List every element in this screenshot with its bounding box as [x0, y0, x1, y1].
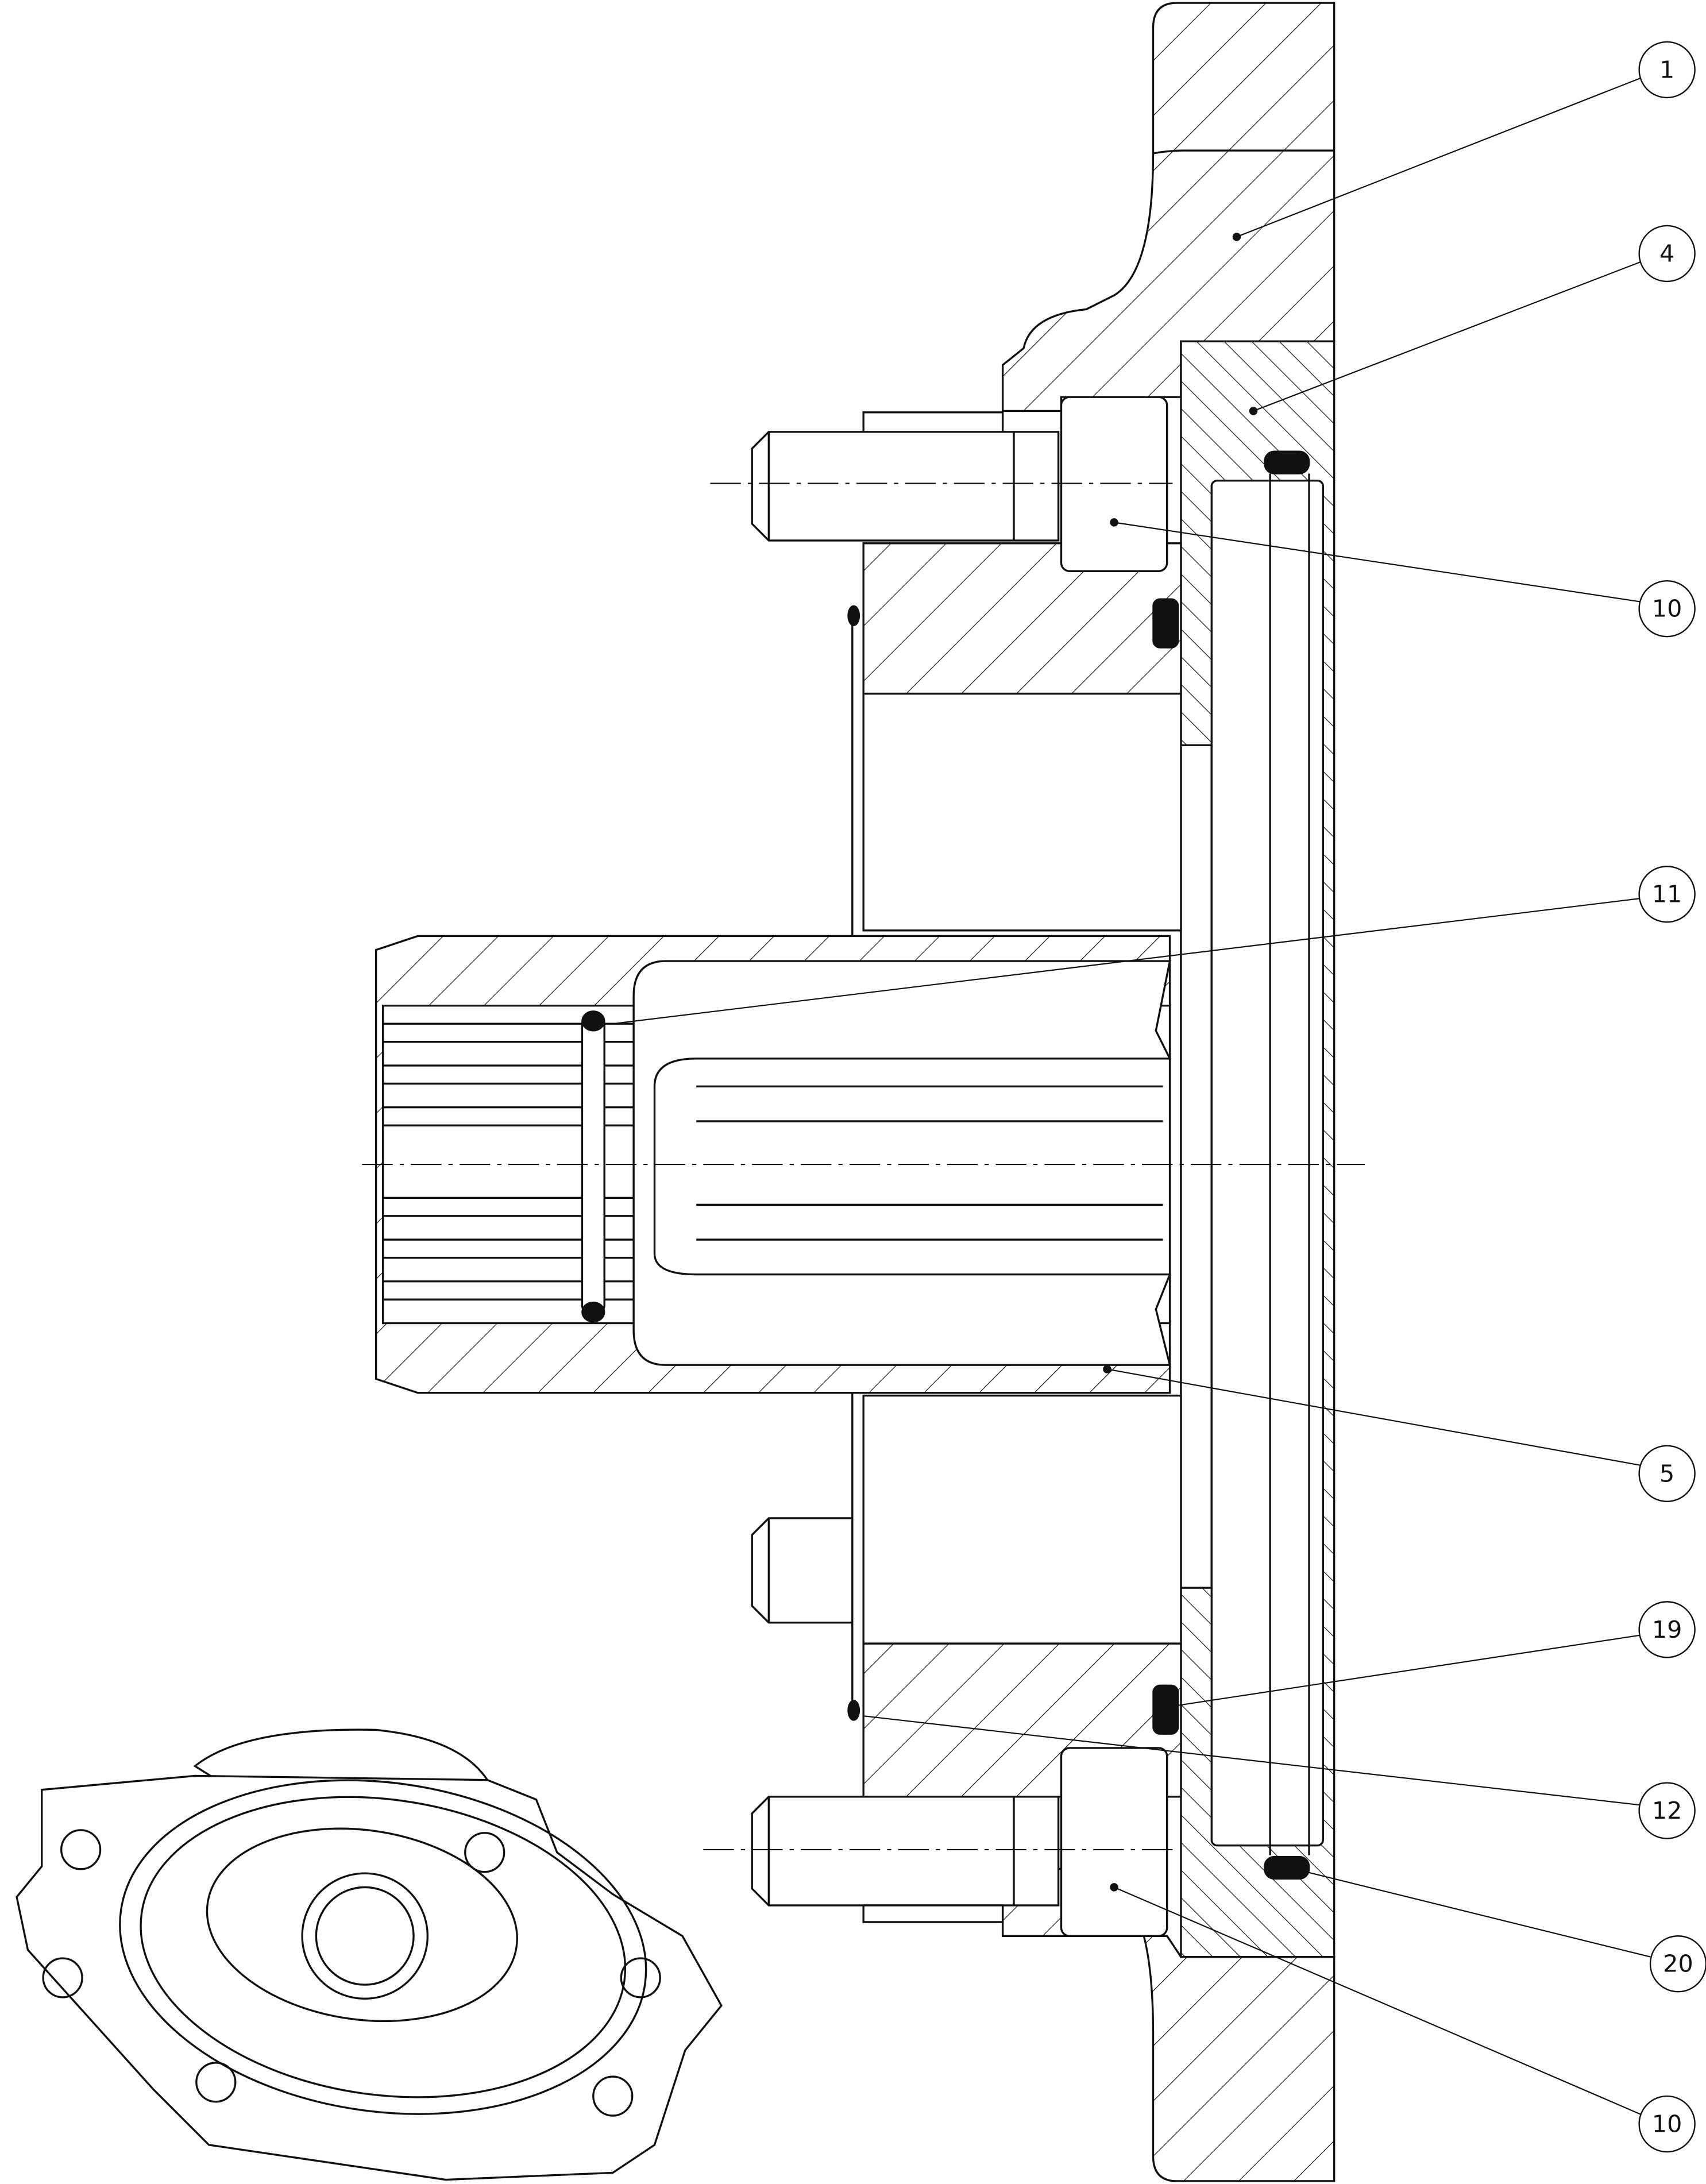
balloon-10-upper: 10	[1638, 580, 1696, 638]
balloon-20: 20	[1649, 1935, 1706, 1993]
stud-middle	[751, 1517, 854, 1624]
leader-lines	[612, 77, 1651, 2115]
svg-text:10: 10	[1652, 595, 1682, 623]
isometric-view	[16, 1728, 723, 2181]
svg-text:1: 1	[1659, 56, 1674, 83]
svg-text:12: 12	[1652, 1797, 1682, 1824]
bolt-hole	[620, 1957, 661, 1998]
stud-upper	[751, 411, 1060, 542]
nut-lower	[1060, 1747, 1168, 1937]
balloon-1: 1	[1638, 41, 1696, 99]
o-ring-12-lower	[847, 1700, 860, 1721]
nut-upper	[1060, 396, 1168, 572]
o-ring-20-upper	[1264, 450, 1310, 474]
svg-text:10: 10	[1652, 2110, 1682, 2138]
balloon-10-lower: 10	[1638, 2095, 1696, 2153]
seal-19-upper	[1152, 598, 1179, 649]
svg-text:11: 11	[1652, 881, 1682, 908]
cover-plate	[1180, 340, 1336, 1958]
balloon-11: 11	[1638, 866, 1696, 923]
svg-text:20: 20	[1663, 1950, 1693, 1978]
balloon-5: 5	[1638, 1445, 1696, 1503]
balloon-4: 4	[1638, 225, 1696, 283]
stud-lower	[751, 1796, 1060, 1923]
o-ring-20-lower	[1264, 1855, 1310, 1880]
seal-19-lower	[1152, 1684, 1179, 1735]
balloon-12: 12	[1638, 1782, 1696, 1839]
bolt-hole	[464, 1832, 505, 1873]
svg-text:5: 5	[1659, 1460, 1674, 1487]
balloon-19: 19	[1638, 1601, 1696, 1658]
bolt-hole	[42, 1957, 83, 1998]
bolt-hole	[195, 2062, 237, 2103]
o-ring-12-upper	[847, 605, 860, 627]
svg-text:19: 19	[1652, 1616, 1682, 1643]
bolt-hole	[60, 1829, 102, 1870]
internal-splines-large	[696, 1085, 1163, 1241]
bolt-hole	[592, 2075, 634, 2117]
svg-text:4: 4	[1659, 240, 1674, 267]
